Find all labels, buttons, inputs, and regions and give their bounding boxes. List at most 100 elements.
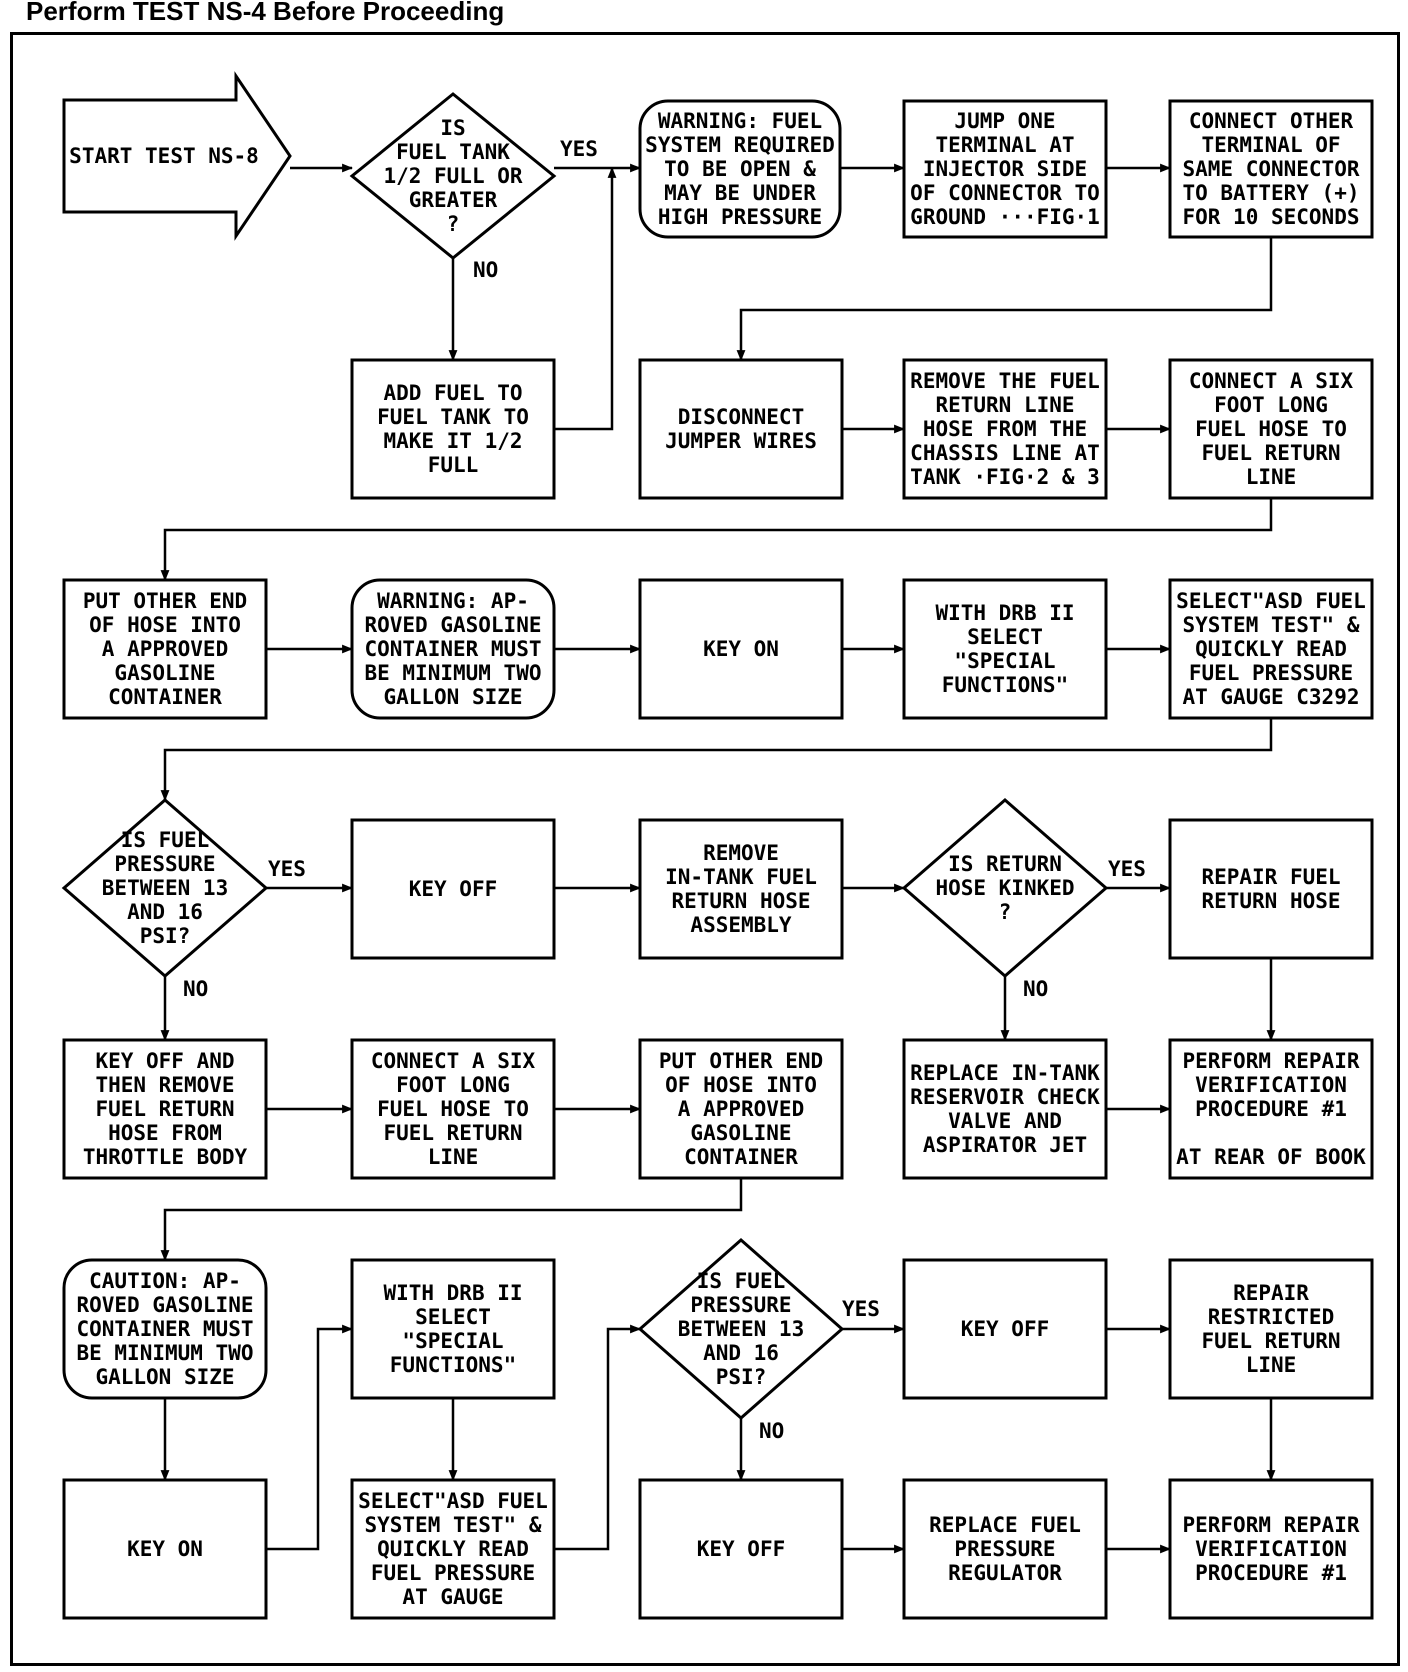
node-text-line: QUICKLY READ [377,1537,529,1561]
node-text-line: SYSTEM REQUIRED [645,133,835,157]
node-text-line: FUEL TANK TO [377,405,529,429]
node-text-line: PRESSURE [690,1293,791,1317]
process-box [638,818,844,960]
diagram-frame [10,32,1400,1666]
node-text-line: SELECT"ASD FUEL [1176,589,1366,613]
node-text-line: KEY OFF [409,877,498,901]
node-key_off2: KEY OFF [902,1258,1108,1400]
process-box [1168,99,1374,239]
node-text-line: WITH DRB II [935,601,1074,625]
node-text-line: CONTAINER [684,1145,798,1169]
node-text-line: A APPROVED [678,1097,804,1121]
node-key_on2: KEY ON [62,1478,268,1620]
node-text-line: VALVE AND [948,1109,1062,1133]
process-box [638,1478,844,1620]
node-key_on1: KEY ON [638,578,844,720]
node-text-line: PSI? [716,1365,767,1389]
node-text-line: ASSEMBLY [690,913,792,937]
node-text-line: AT GAUGE [402,1585,503,1609]
node-text-line: FUEL HOSE TO [377,1097,529,1121]
node-text-line: ? [447,212,460,236]
process-box [1168,358,1374,500]
process-box [638,1038,844,1180]
node-text-line: TO BATTERY (+) [1182,181,1359,205]
node-text-line: HOSE FROM THE [923,417,1087,441]
node-start: START TEST NS-8 [62,71,292,241]
node-text-line: BE MINIMUM TWO [364,661,541,685]
warning-box [350,578,556,720]
node-text-line: FUNCTIONS" [390,1353,516,1377]
edge-label-no: NO [473,258,498,282]
node-text-line: GALLON SIZE [383,685,522,709]
node-text-line: CAUTION: AP- [89,1269,241,1293]
node-text-line: TERMINAL AT [935,133,1074,157]
node-text-line: FOR 10 SECONDS [1182,205,1359,229]
process-box [638,358,844,500]
node-text-line: GREATER [409,188,498,212]
start-arrow-shape [62,71,292,241]
edge-select_asd1-to-q_press1 [160,718,1273,802]
node-text-line: REPAIR [1233,1281,1309,1305]
node-text-line: LINE [1246,1353,1297,1377]
node-text-line: WITH DRB II [383,1281,522,1305]
process-box [350,1478,556,1620]
edges-layer [160,163,1276,1554]
warning-box [638,99,842,239]
node-text-line: GALLON SIZE [95,1365,234,1389]
decision-diamond [901,798,1109,978]
node-text-line: QUICKLY READ [1195,637,1347,661]
node-text-line: REGULATOR [948,1561,1062,1585]
node-text-line: 1/2 FULL OR [383,164,522,188]
edge-label-no: NO [759,1419,784,1443]
node-text-line: SELECT [415,1305,491,1329]
node-text-line: BETWEEN 13 [678,1317,804,1341]
node-text-line: AT GAUGE C3292 [1182,685,1359,709]
node-text-line: FOOT LONG [1214,393,1328,417]
node-text-line: FUEL RETURN [95,1097,234,1121]
node-text-line: OF CONNECTOR TO [910,181,1100,205]
process-box [902,1258,1108,1400]
node-text-line: RESTRICTED [1208,1305,1334,1329]
edge-label-yes: YES [268,857,306,881]
node-text-line: FUNCTIONS" [942,673,1068,697]
node-text-line: IS RETURN [948,852,1062,876]
node-text-line: PERFORM REPAIR [1182,1513,1359,1537]
process-box [350,818,556,960]
node-text-line: FULL [428,453,479,477]
edge-label-no: NO [1023,977,1048,1001]
node-text-line: KEY ON [703,637,779,661]
edge-add_fuel-to-warn1 [554,166,617,431]
node-text-line: PUT OTHER END [659,1049,823,1073]
node-text-line: FUEL RETURN [383,1121,522,1145]
node-text-line: CHASSIS LINE AT [910,441,1100,465]
node-text-line: PSI? [140,924,191,948]
node-text-line: CONNECT OTHER [1189,109,1354,133]
node-text-line: HOSE FROM [108,1121,222,1145]
node-text-line: CONNECT A SIX [371,1049,536,1073]
node-text-line: LINE [1246,465,1297,489]
node-text-line: JUMP ONE [954,109,1055,133]
node-text-line: CONNECT A SIX [1189,369,1354,393]
edge-connect_other-to-disconnect [736,237,1273,362]
node-text-line: SELECT [967,625,1043,649]
node-text-line: JUMPER WIRES [665,429,817,453]
page-title: Perform TEST NS-4 Before Proceeding [26,0,505,26]
node-text-line: THEN REMOVE [95,1073,234,1097]
node-text-line: CONTAINER [108,685,222,709]
node-text-line: FOOT LONG [396,1073,510,1097]
node-text-line: CONTAINER MUST [76,1317,253,1341]
node-key_off1: KEY OFF [350,818,556,960]
